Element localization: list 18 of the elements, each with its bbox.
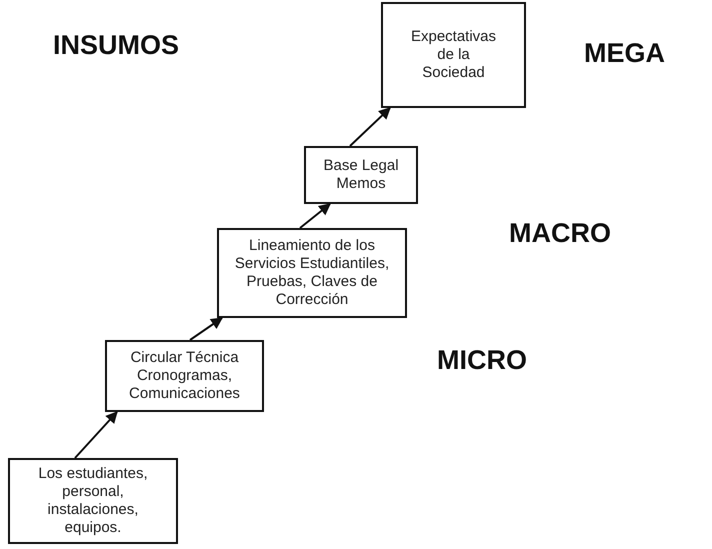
text-box xyxy=(8,458,178,544)
arrow xyxy=(299,203,331,229)
arrow xyxy=(74,411,118,459)
box-text: Circular Técnica Cronogramas, Comunicaciones xyxy=(128,349,241,403)
text-box xyxy=(105,340,264,412)
box-text: Lineamiento de los Servicios Estudiantiles, Pruebas, Claves de Corrección xyxy=(234,237,390,309)
box-text: Base Legal Memos xyxy=(322,157,400,193)
arrow xyxy=(189,317,223,341)
level-label: MACRO xyxy=(509,218,611,249)
arrow xyxy=(349,107,391,147)
box-text: Los estudiantes, personal, instalaciones, equipos. xyxy=(37,465,149,537)
level-label: MEGA xyxy=(584,38,665,69)
text-box xyxy=(381,2,526,108)
level-label: MICRO xyxy=(437,345,527,376)
text-box xyxy=(304,146,418,204)
text-box xyxy=(217,228,407,318)
level-label: INSUMOS xyxy=(53,30,180,61)
box-text: Expectativas de la Sociedad xyxy=(410,28,498,82)
